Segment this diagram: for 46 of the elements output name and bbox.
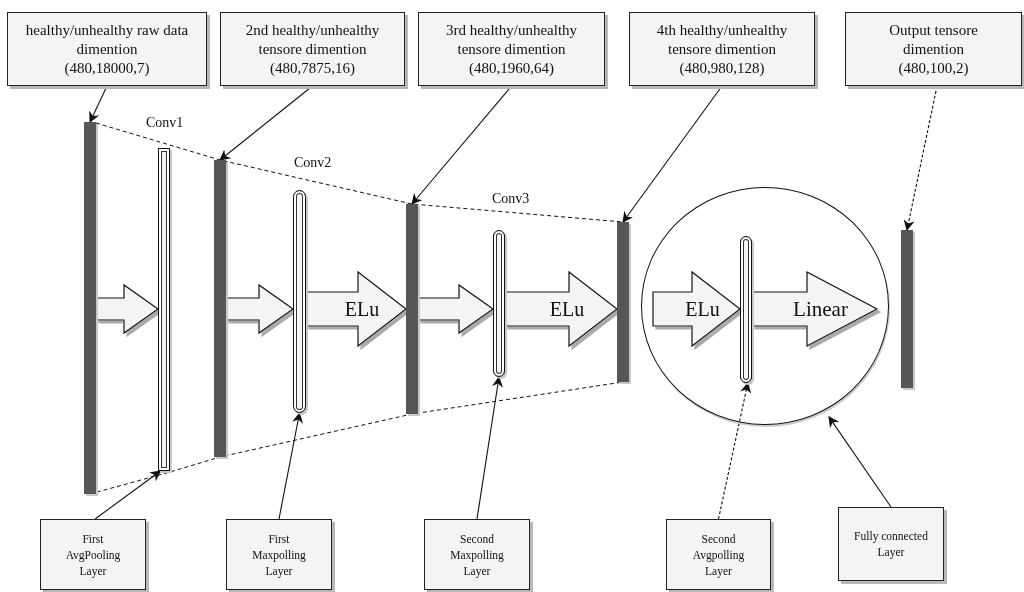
callout-box xyxy=(40,519,146,590)
callout-box xyxy=(7,12,207,86)
block-arrow xyxy=(417,283,495,335)
leader-arrow xyxy=(828,416,892,508)
layer-label: Conv1 xyxy=(146,115,184,131)
edge-label: ELu xyxy=(344,299,380,319)
callout-box xyxy=(838,507,944,581)
callout-text: Fully connected Layer xyxy=(853,529,929,560)
dimension-value: (480,100,2) xyxy=(898,58,969,78)
pooling-layer-bar xyxy=(293,190,306,413)
callout-text: First AvgPooling Layer xyxy=(64,531,122,579)
pooling-layer-bar xyxy=(158,148,170,471)
callout-box xyxy=(226,519,332,590)
callout-text: Output tensore dimention xyxy=(888,20,979,59)
edge-label: ELu xyxy=(685,299,720,319)
leader-arrow xyxy=(476,375,503,520)
pooling-layer-bar xyxy=(493,230,505,377)
callout-box xyxy=(418,12,605,86)
tensor-bar xyxy=(214,160,226,457)
block-arrow xyxy=(225,283,295,335)
dimension-value: (480,7875,16) xyxy=(270,58,355,78)
edge-label: ELu xyxy=(549,299,585,319)
pooling-layer-bar xyxy=(740,236,752,383)
callout-box xyxy=(845,12,1022,86)
callout-text: 4th healthy/unhealthy tensore dimention xyxy=(655,20,789,59)
callout-box xyxy=(424,519,530,590)
tensor-bar xyxy=(84,122,96,494)
block-arrow xyxy=(95,283,160,335)
callout-text: 3rd healthy/unhealthy tensore dimention xyxy=(444,20,579,59)
dimension-value: (480,18000,7) xyxy=(64,58,150,78)
tensor-bar xyxy=(617,222,629,382)
callout-text: 2nd healthy/unhealthy tensore dimention xyxy=(244,20,381,59)
callout-text: healthy/unhealthy raw data dimention xyxy=(24,20,190,59)
callout-text: First Maxpolling Layer xyxy=(251,531,307,579)
callout-text: Second Maxpolling Layer xyxy=(449,531,505,579)
leader-arrow xyxy=(94,470,162,520)
callout-text: Second Avgpolling Layer xyxy=(691,531,746,579)
tensor-bar xyxy=(901,230,913,388)
tensor-bar xyxy=(406,204,418,414)
callout-box xyxy=(629,12,815,86)
callout-box xyxy=(666,519,771,590)
callout-box xyxy=(220,12,405,86)
layer-label: Conv2 xyxy=(294,155,332,171)
layer-label: Conv3 xyxy=(492,191,530,207)
dimension-value: (480,980,128) xyxy=(679,58,765,78)
dimension-value: (480,1960,64) xyxy=(469,58,554,78)
